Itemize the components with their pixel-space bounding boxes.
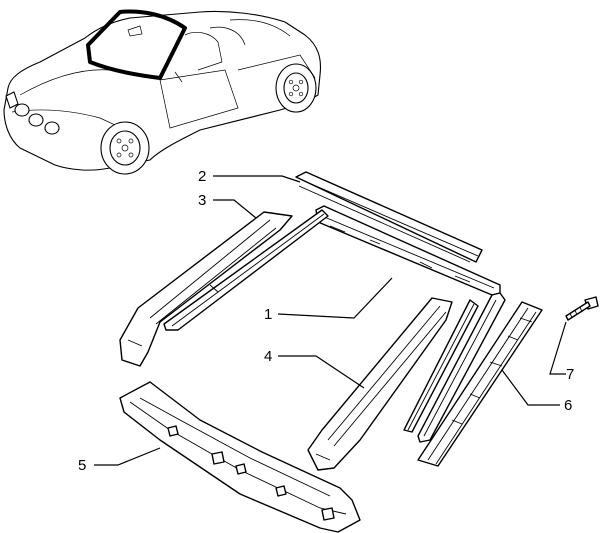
leader-2: [213, 175, 301, 183]
part-2-header-rail: [295, 171, 483, 263]
callout-labels: 1 2 3 4 5 6 7: [78, 168, 574, 474]
callout-6: 6: [564, 397, 572, 414]
leader-4: [278, 355, 365, 389]
leader-3: [213, 199, 257, 219]
callout-7: 7: [566, 366, 574, 383]
part-1-windshield-frame: [163, 205, 506, 443]
leader-5: [94, 447, 161, 466]
leader-1: [277, 277, 393, 319]
callout-3: 3: [198, 192, 206, 209]
part-3-a-pillar-cover: [119, 211, 293, 367]
leader-6: [501, 369, 560, 406]
callout-4: 4: [264, 348, 272, 365]
callout-1: 1: [264, 306, 272, 323]
callout-2: 2: [198, 168, 206, 185]
windshield-highlight: [86, 9, 187, 80]
leader-7: [549, 321, 567, 375]
part-6-side-strip: [417, 301, 543, 467]
part-7-screw: [565, 296, 599, 321]
callout-leaders: [94, 175, 567, 466]
callout-5: 5: [78, 457, 86, 474]
car-illustration: [3, 9, 322, 175]
part-5-cowl-panel: [119, 381, 361, 533]
part-4-pillar-cover: [307, 297, 453, 471]
